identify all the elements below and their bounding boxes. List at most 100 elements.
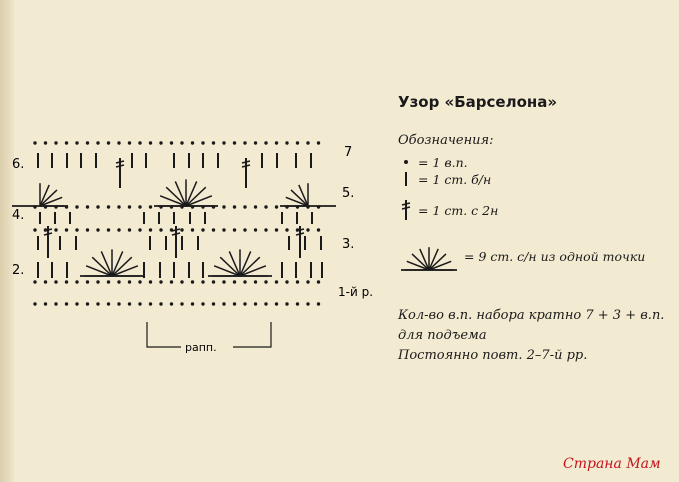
chain-dot (190, 280, 195, 284)
chain-dot (180, 280, 184, 284)
chain-dot (232, 228, 237, 232)
chain-dot (127, 205, 132, 209)
chain-dot (201, 228, 205, 232)
chain-dot (211, 228, 216, 232)
chain-dot (190, 141, 195, 145)
watermark: Страна Мам (563, 456, 661, 472)
chain-dot (169, 141, 174, 145)
stitch-bar (171, 232, 181, 236)
note-line-3: Постоянно повт. 2–7-й рр. (398, 348, 588, 363)
chain-dot (159, 228, 163, 232)
pattern-notes: Кол-во в.п. набора кратно 7 + 3 + в.п. д… (398, 306, 668, 366)
chain-dot (96, 280, 100, 284)
chain-dot (54, 302, 58, 306)
chain-dot (75, 228, 79, 232)
chain-dot (222, 141, 226, 145)
fan-stitch-post (239, 251, 252, 277)
fan-stitch-post (428, 248, 439, 271)
chain-dot (306, 141, 310, 145)
fan-stitch-post (39, 189, 58, 207)
chain-dot (169, 302, 174, 306)
chain-dot (201, 280, 205, 284)
legend-text-chain: = 1 в.п. (418, 154, 468, 170)
chain-dot (106, 205, 111, 209)
chain-dot (253, 228, 258, 232)
chain-dot (211, 280, 216, 284)
chain-dot (96, 228, 100, 232)
legend-text-double-treble: = 1 ст. с 2н (418, 202, 499, 218)
fan-stitch-post (213, 265, 241, 277)
chain-dot (117, 228, 121, 232)
chain-dot (243, 141, 247, 145)
fan-stitch-post (411, 253, 430, 271)
fan-stitch-icon (401, 247, 457, 271)
chain-dot (264, 205, 268, 209)
chain-dot (54, 141, 58, 145)
chart-marks (12, 141, 336, 306)
chain-dot (274, 141, 279, 145)
chain-dot (54, 280, 58, 284)
chain-dot (75, 141, 79, 145)
fan-stitch-post (298, 184, 309, 207)
chain-dot (201, 302, 205, 306)
chain-dot (243, 302, 247, 306)
fan-stitch-post (174, 181, 187, 207)
stitch-bar (43, 228, 53, 232)
chain-dot (232, 302, 237, 306)
crochet-chart: 6. 4. 2. 7 5. 3. 1-й р. рапп. (12, 141, 373, 354)
chain-dot (232, 141, 237, 145)
fan-stitch-post (111, 265, 139, 277)
legend-item-double-treble: = 1 ст. с 2н (398, 199, 498, 221)
chain-dot (33, 280, 37, 284)
fan-stitch-post (290, 189, 309, 207)
chain-dot (43, 280, 48, 284)
chain-dot (316, 280, 321, 284)
chain-dot (117, 302, 121, 306)
chain-dot (64, 302, 69, 306)
chain-dot (295, 302, 300, 306)
chain-dot (138, 302, 142, 306)
stitch-bar (115, 164, 125, 168)
chain-dot (159, 302, 163, 306)
note-line-2: для подъема (398, 328, 487, 343)
chain-dot (54, 228, 58, 232)
single-crochet-icon (405, 172, 407, 186)
chain-dot (180, 302, 184, 306)
chain-dot (190, 302, 195, 306)
chain-dot (243, 280, 247, 284)
row-label-4: 4. (12, 208, 24, 223)
chain-dot (96, 205, 100, 209)
fan-stitch-post (100, 251, 113, 277)
chain-dot (222, 228, 226, 232)
row-label-1: 1-й р. (338, 285, 373, 299)
chain-dot (85, 228, 90, 232)
chain-dot (253, 141, 258, 145)
chain-dot (43, 302, 48, 306)
chain-dot (96, 141, 100, 145)
chain-dot (222, 205, 226, 209)
fan-stitch-post (219, 256, 241, 277)
chain-dot (127, 302, 132, 306)
fan-stitch-post (185, 181, 198, 207)
fan-stitch-post (111, 251, 124, 277)
chain-dot (96, 302, 100, 306)
fan-stitch-post (165, 186, 187, 207)
chain-dot (222, 302, 226, 306)
chain-dot (306, 280, 310, 284)
fan-stitch-post (91, 256, 113, 277)
stitch-bar (171, 228, 181, 232)
chain-dot (117, 141, 121, 145)
stitch-bar (43, 232, 53, 236)
chain-dot (316, 141, 321, 145)
chain-dot (232, 280, 237, 284)
chain-dot (106, 302, 111, 306)
chain-dot (64, 280, 69, 284)
stitch-bar (295, 228, 305, 232)
chain-dot-icon (404, 160, 408, 164)
fan-stitch-post (239, 256, 261, 277)
fan-stitch-post (239, 265, 267, 277)
chain-dot (148, 228, 153, 232)
fan-stitch-post (228, 251, 241, 277)
legend-title: Обозначения: (398, 133, 494, 148)
repeat-label-bg (181, 340, 233, 354)
